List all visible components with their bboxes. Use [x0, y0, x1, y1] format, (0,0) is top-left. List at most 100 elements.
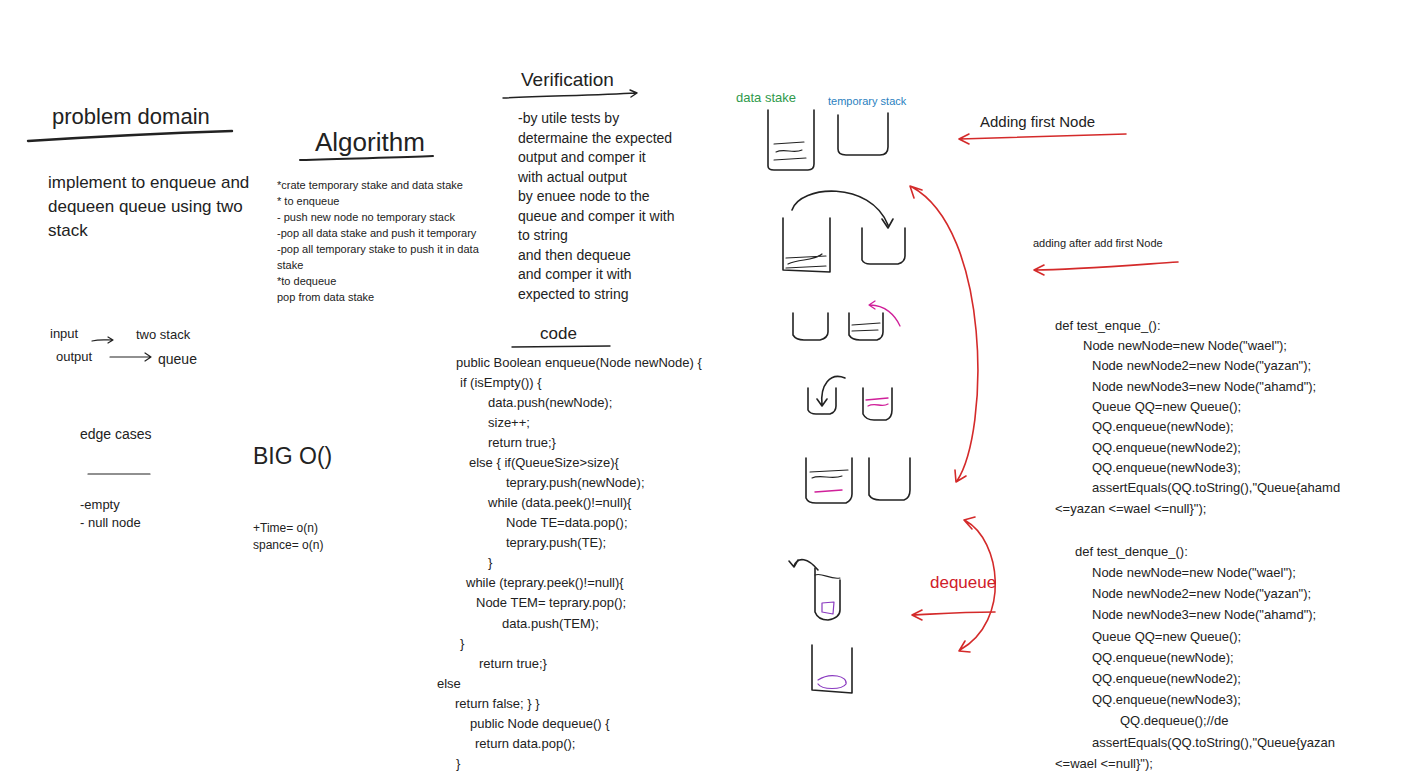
step-note: Adding first Node [980, 113, 1095, 132]
underline [512, 346, 610, 347]
code-line: if (isEmpty()) { [460, 375, 542, 391]
test-code-line: Node newNode2=new Node("yazan"); [1092, 586, 1311, 602]
algorithm-step: * to enqueue [277, 194, 492, 210]
stack-sketch [786, 254, 826, 268]
code-line: } [488, 555, 492, 571]
stack-sketch [869, 301, 900, 326]
red-pointer [912, 610, 995, 620]
stack-outline [768, 110, 814, 170]
test-code-line: QQ.enqueue(newNode); [1092, 650, 1234, 666]
stack-outline [838, 113, 888, 155]
small-arrow [92, 337, 113, 343]
algorithm-step: - push new node no temporary stack [277, 210, 492, 226]
algorithm-step: -pop all data stake and push it temporar… [277, 226, 492, 242]
algorithm-step: -pop all temporary stake to push it in d… [277, 242, 492, 274]
code-line: teprary.push(newNode); [506, 475, 645, 491]
test-code-line: Node newNode3=new Node("ahamd"); [1092, 379, 1316, 395]
stack-sketch [817, 377, 845, 406]
underline [503, 90, 637, 98]
algorithm-step: *crate temporary stake and data stake [277, 178, 492, 194]
code-line: public Node dequeue() { [470, 716, 610, 732]
code-line: public Boolean enqueue(Node newNode) { [456, 355, 702, 371]
test-code-line: <=yazan <=wael <=null}"); [1055, 501, 1206, 517]
test-code-line: assertEquals(QQ.toString(),"Queue{ahamd [1092, 480, 1340, 496]
verification-text: expected to string [518, 286, 629, 304]
stack-sketch [815, 490, 842, 492]
stack-node: temporary stack [828, 95, 906, 161]
io-label: queue [158, 351, 197, 369]
stack-sketch [822, 602, 834, 614]
test-code-line: Node newNode=new Node("wael"); [1092, 565, 1296, 581]
test-code-line: Node newNode2=new Node("yazan"); [1092, 358, 1311, 374]
verification-text: to string [518, 227, 568, 245]
stack-sketch [783, 218, 830, 272]
code-line: while (teprary.peek()!=null){ [466, 575, 624, 591]
stack-sketch [806, 458, 852, 503]
test-code-line: QQ.enqueue(newNode2); [1092, 440, 1241, 456]
stack-outline [764, 106, 820, 174]
test-code-line: def test_enque_(): [1055, 318, 1161, 334]
algorithm-step: pop from data stake [277, 290, 492, 306]
stack-sketch [789, 560, 818, 570]
test-code-line: Node newNode=new Node("wael"); [1083, 338, 1287, 354]
code-line: while (data.peek()!=null){ [488, 495, 631, 511]
stack-sketch [866, 398, 888, 406]
test-code-line: QQ.dequeue();//de [1120, 713, 1228, 729]
test-code-line: <=wael <=null}"); [1055, 756, 1153, 772]
io-label: output [56, 349, 92, 365]
stack-sketch [810, 470, 848, 478]
stack-sketch [869, 458, 910, 500]
section-heading: Algorithm [315, 126, 425, 159]
test-code-line: Node newNode3=new Node("ahamd"); [1092, 607, 1316, 623]
code-line: return true;} [479, 656, 547, 672]
underline [28, 90, 637, 474]
stack-sketch [815, 568, 840, 620]
section-heading: BIG O() [253, 442, 332, 471]
stack-sketch [783, 191, 910, 693]
code-line: size++; [488, 415, 530, 431]
code-line: teprary.push(TE); [506, 535, 606, 551]
verification-text: with actual output [518, 169, 627, 187]
test-code-line: assertEquals(QQ.toString(),"Queue{yazan [1092, 735, 1335, 751]
section-heading: edge cases [80, 426, 152, 444]
io-label: two stack [136, 327, 190, 343]
test-code-line: QQ.enqueue(newNode3); [1092, 460, 1241, 476]
code-line: Node TE=data.pop(); [506, 515, 628, 531]
verification-text: queue and comper it with [518, 208, 674, 226]
step-note: adding after add first Node [1033, 237, 1163, 251]
io-label: input [50, 326, 78, 342]
verification-text: determaine the expected [518, 130, 672, 148]
algorithm-step: *to dequeue [277, 274, 492, 290]
stack-sketch [815, 574, 840, 578]
stack-heading: temporary stack [828, 95, 906, 109]
stack-sketch [793, 313, 828, 340]
section-heading: code [540, 323, 577, 344]
code-line: } [456, 756, 460, 772]
code-line: return true;} [488, 435, 556, 451]
step-note: dequeue [930, 572, 996, 593]
complexity-text: spance= o(n) [253, 538, 323, 553]
code-line: else { if(QueueSize>size){ [469, 455, 619, 471]
code-line: data.push(TEM); [502, 616, 599, 632]
red-pointer [910, 186, 978, 482]
test-code-line: Queue QQ=new Queue(); [1092, 629, 1241, 645]
stack-sketch [849, 313, 883, 340]
test-code-line: Queue QQ=new Queue(); [1092, 399, 1241, 415]
code-line: Node TEM= teprary.pop(); [476, 595, 626, 611]
stack-sketch [852, 323, 880, 331]
stack-sketch [812, 645, 852, 693]
code-line: } [460, 636, 464, 652]
small-arrow [110, 353, 151, 361]
edge-case: -empty [80, 497, 120, 513]
code-line: return data.pop(); [475, 736, 575, 752]
stack-content [774, 142, 806, 160]
stack-node: data stake [736, 90, 820, 174]
stack-sketch [792, 191, 893, 228]
red-pointer [959, 134, 1126, 144]
code-line: data.push(newNode); [488, 395, 612, 411]
complexity-text: +Time= o(n) [253, 521, 318, 536]
test-code-line: QQ.enqueue(newNode2); [1092, 671, 1241, 687]
code-line: else [437, 676, 461, 692]
test-code-line: QQ.enqueue(newNode3); [1092, 692, 1241, 708]
test-code-line: def test_denque_(): [1075, 544, 1188, 560]
